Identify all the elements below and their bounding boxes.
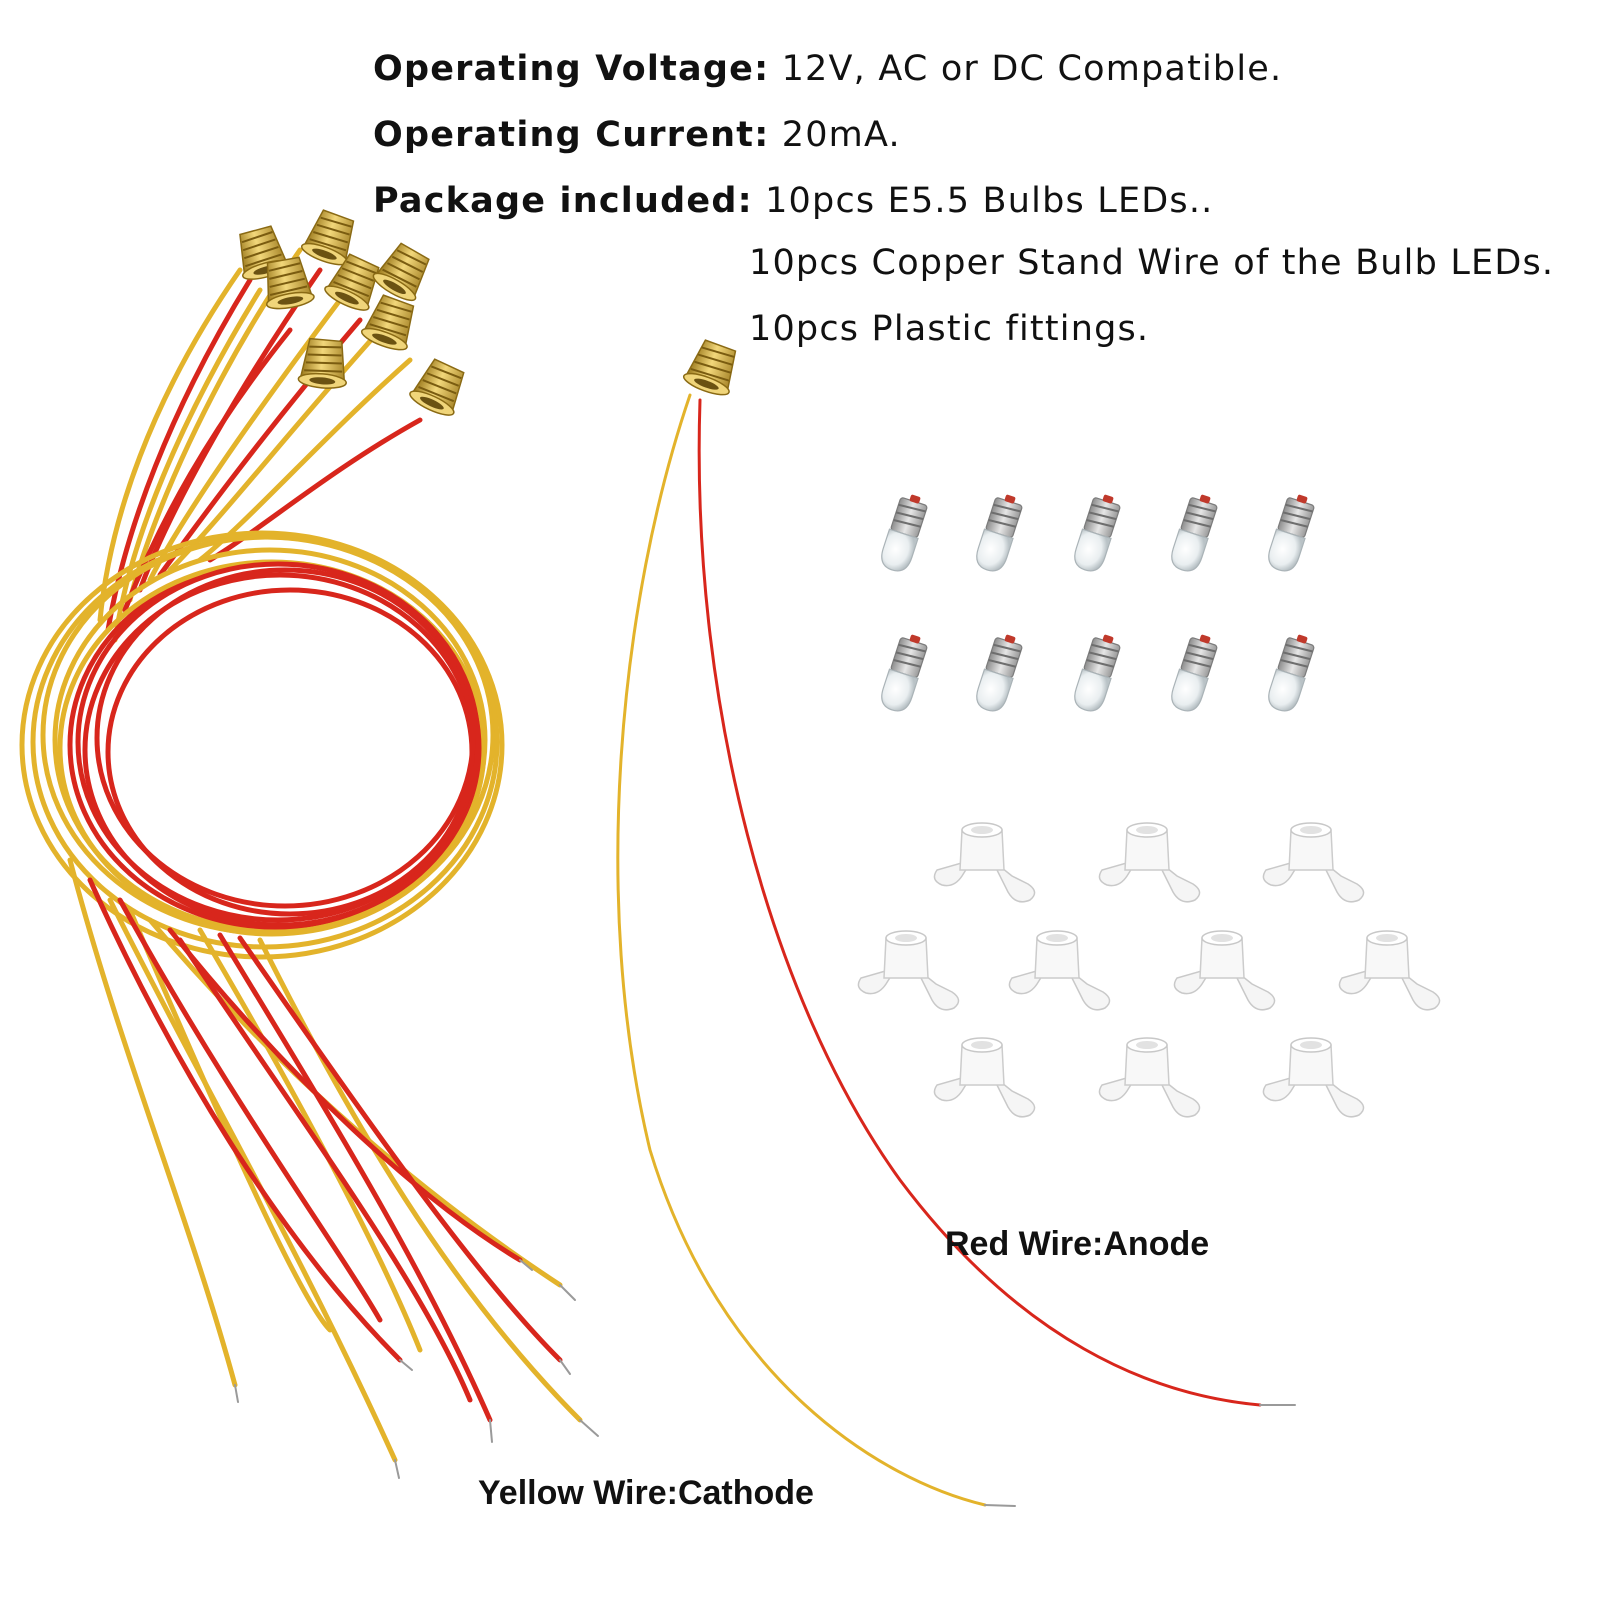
voltage-value: 12V, AC or DC Compatible.: [781, 49, 1283, 89]
spec-package: Package included: 10pcs E5.5 Bulbs LEDs.…: [373, 184, 1214, 219]
package-label: Package included:: [373, 181, 753, 221]
single-wire: [616, 336, 1296, 1507]
spec-voltage: Operating Voltage: 12V, AC or DC Compati…: [373, 52, 1282, 87]
bundle-sockets: [231, 206, 472, 421]
package-item-2: 10pcs Copper Stand Wire of the Bulb LEDs…: [749, 243, 1555, 283]
yellow-wire-label: Yellow Wire:Cathode: [478, 1474, 814, 1512]
spec-current: Operating Current: 20mA.: [373, 118, 901, 153]
current-value: 20mA.: [781, 115, 901, 155]
package-item: 10pcs E5.5 Bulbs LEDs..: [765, 181, 1214, 221]
plastic-fittings: [857, 822, 1441, 1118]
package-item-3: 10pcs Plastic fittings.: [749, 309, 1150, 349]
voltage-label: Operating Voltage:: [373, 49, 770, 89]
led-bulbs: [876, 490, 1319, 716]
current-label: Operating Current:: [373, 115, 770, 155]
red-wire-label: Red Wire:Anode: [945, 1225, 1210, 1263]
wire-bundle: [19, 247, 599, 1479]
